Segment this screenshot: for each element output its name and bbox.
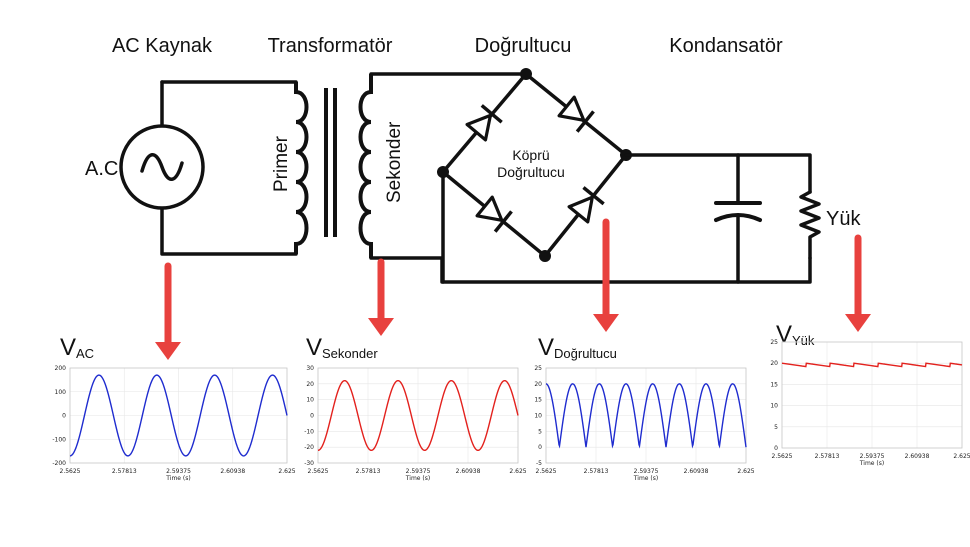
y-tick-label: -20 <box>304 444 314 451</box>
down-arrow-icon <box>593 218 619 332</box>
y-tick-label: 5 <box>774 424 778 431</box>
x-tick-label: 2.57813 <box>584 468 609 475</box>
y-tick-label: 20 <box>770 360 778 367</box>
y-tick-label: 25 <box>534 365 542 372</box>
waveform-line <box>781 362 963 368</box>
title-capacitor: Kondansatör <box>669 35 783 57</box>
diode-icon <box>567 186 605 224</box>
voltage-symbol: V <box>776 321 792 348</box>
y-tick-label: 5 <box>538 428 542 435</box>
y-tick-label: -30 <box>304 460 314 467</box>
y-tick-label: 15 <box>770 381 778 388</box>
y-tick-label: 10 <box>534 413 542 420</box>
voltage-subscript: Yük <box>792 333 815 348</box>
capacitor-icon <box>714 201 762 222</box>
y-tick-label: 30 <box>306 365 314 372</box>
x-tick-label: 2.625 <box>509 468 526 475</box>
x-tick-label: 2.5625 <box>60 468 81 475</box>
x-axis-label: Time (s) <box>859 460 884 467</box>
x-tick-label: 2.59375 <box>166 468 191 475</box>
voltage-label: VDoğrultucu <box>538 334 617 361</box>
bridge-rectifier <box>437 68 632 284</box>
title-ac-source: AC Kaynak <box>112 35 213 57</box>
voltage-symbol: V <box>306 334 322 361</box>
x-tick-label: 2.57813 <box>112 468 137 475</box>
x-tick-label: 2.625 <box>278 468 295 475</box>
voltage-subscript: Doğrultucu <box>554 346 617 361</box>
x-tick-label: 2.625 <box>953 453 970 460</box>
down-arrow-icon <box>155 262 181 360</box>
waveform-line <box>69 374 288 457</box>
y-tick-label: 10 <box>306 397 314 404</box>
diode-icon <box>557 95 595 133</box>
voltage-chart: VSekonder 30 20 10 0 -10 -20 -302.5625 2.57813 2.… <box>304 334 527 482</box>
plot-frame <box>781 341 963 449</box>
y-tick-label: 10 <box>770 403 778 410</box>
x-tick-label: 2.5625 <box>308 468 329 475</box>
y-tick-label: -200 <box>52 460 66 467</box>
x-tick-label: 2.57813 <box>815 453 840 460</box>
voltage-subscript: AC <box>76 346 94 361</box>
x-tick-label: 2.60938 <box>220 468 245 475</box>
x-tick-label: 2.5625 <box>772 453 793 460</box>
y-tick-label: -5 <box>536 460 542 467</box>
y-tick-label: 100 <box>55 389 67 396</box>
diode-icon <box>465 104 503 142</box>
y-tick-label: 20 <box>306 381 314 388</box>
y-tick-label: 15 <box>534 397 542 404</box>
y-tick-label: -100 <box>52 436 66 443</box>
primary-label: Primer <box>271 135 292 192</box>
y-tick-label: 0 <box>310 413 314 420</box>
x-axis-label: Time (s) <box>405 475 430 482</box>
voltage-label: VSekonder <box>306 334 378 361</box>
waveform-line <box>545 383 747 449</box>
voltage-label: VYük <box>776 321 815 348</box>
x-tick-label: 2.60938 <box>905 453 930 460</box>
y-tick-label: 25 <box>770 339 778 346</box>
y-tick-label: 20 <box>534 381 542 388</box>
diode-icon <box>475 195 513 233</box>
x-tick-label: 2.59375 <box>634 468 659 475</box>
voltage-label: VAC <box>60 334 94 361</box>
ac-source-circuit <box>160 80 298 256</box>
voltage-subscript: Sekonder <box>322 346 378 361</box>
y-tick-label: 0 <box>774 445 778 452</box>
load-label: Yük <box>826 208 861 230</box>
y-tick-label: -10 <box>304 428 314 435</box>
title-rectifier: Doğrultucu <box>475 35 572 57</box>
y-tick-label: 0 <box>62 413 66 420</box>
x-tick-label: 2.57813 <box>356 468 381 475</box>
title-transformer: Transformatör <box>268 35 393 57</box>
ac-label: A.C <box>85 158 118 180</box>
resistor-icon <box>799 190 821 260</box>
x-tick-label: 2.625 <box>737 468 754 475</box>
x-tick-label: 2.59375 <box>406 468 431 475</box>
secondary-label: Sekonder <box>384 121 405 203</box>
voltage-symbol: V <box>538 334 554 361</box>
bridge-label-line2: Doğrultucu <box>497 164 565 180</box>
voltage-symbol: V <box>60 334 76 361</box>
x-axis-label: Time (s) <box>633 475 658 482</box>
sine-source-icon <box>119 124 205 210</box>
y-tick-label: 0 <box>538 444 542 451</box>
transformer <box>294 74 373 258</box>
voltage-chart: VDoğrultucu 25 20 15 10 5 0 -52.5625 2.57813 2.59… <box>534 334 754 482</box>
x-tick-label: 2.60938 <box>684 468 709 475</box>
x-axis-label: Time (s) <box>165 475 190 482</box>
down-arrow-icon <box>368 258 394 336</box>
y-tick-label: 200 <box>55 365 67 372</box>
bridge-label-line1: Köprü <box>512 147 549 163</box>
plot-frame <box>545 367 747 464</box>
x-tick-label: 2.59375 <box>860 453 885 460</box>
x-tick-label: 2.5625 <box>536 468 557 475</box>
x-tick-label: 2.60938 <box>456 468 481 475</box>
waveform-line <box>317 379 519 452</box>
down-arrow-icon <box>845 234 871 332</box>
